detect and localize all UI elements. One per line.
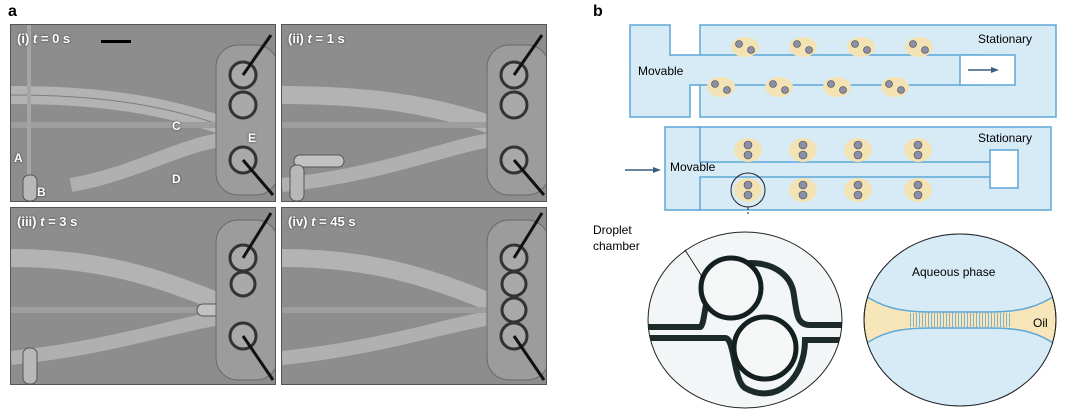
droplet-chamber-micrograph xyxy=(647,231,843,409)
label-movable-bottom: Movable xyxy=(670,160,716,174)
panel-a-letter: a xyxy=(8,3,17,20)
droplet-wells-top xyxy=(707,37,933,97)
label-aqueous-phase: Aqueous phase xyxy=(912,265,996,279)
channel-network-graphic xyxy=(11,208,275,384)
chip-diagram-bottom xyxy=(625,126,1052,214)
label-stationary-bottom: Stationary xyxy=(978,131,1033,145)
channel-network-graphic xyxy=(282,25,546,201)
scale-bar xyxy=(101,40,131,43)
arrow-right-icon xyxy=(968,67,999,73)
frame-4-label: (iv) t = 45 s xyxy=(288,214,356,229)
arrow-right-icon xyxy=(625,167,661,173)
frame-3-label: (iii) t = 3 s xyxy=(17,214,78,229)
panel-b-letter: b xyxy=(593,3,603,20)
micrograph-frame-4: (iv) t = 45 s xyxy=(281,207,547,385)
label-b: B xyxy=(37,185,46,199)
label-stationary-top: Stationary xyxy=(978,32,1033,46)
label-movable-top: Movable xyxy=(638,64,684,78)
channel-network-graphic xyxy=(282,208,546,384)
label-e: E xyxy=(248,131,257,145)
micrograph-frame-1: (i) t = 0 s A B C D E xyxy=(10,24,276,202)
frame-1-label: (i) t = 0 s xyxy=(17,31,71,46)
label-a: A xyxy=(14,151,23,165)
aqueous-phase-schematic xyxy=(863,233,1057,407)
micrograph-frame-3: (iii) t = 3 s xyxy=(10,207,276,385)
label-oil: Oil xyxy=(1033,316,1048,330)
micrograph-frame-2: (ii) t = 1 s xyxy=(281,24,547,202)
frame-2-label: (ii) t = 1 s xyxy=(288,31,345,46)
channel-network-graphic xyxy=(11,25,275,201)
label-c: C xyxy=(172,119,181,133)
label-droplet-chamber: Droplet chamber xyxy=(593,223,640,253)
droplet-wells-bottom xyxy=(730,138,932,214)
chip-diagram-top xyxy=(629,24,1057,118)
label-d: D xyxy=(172,172,181,186)
